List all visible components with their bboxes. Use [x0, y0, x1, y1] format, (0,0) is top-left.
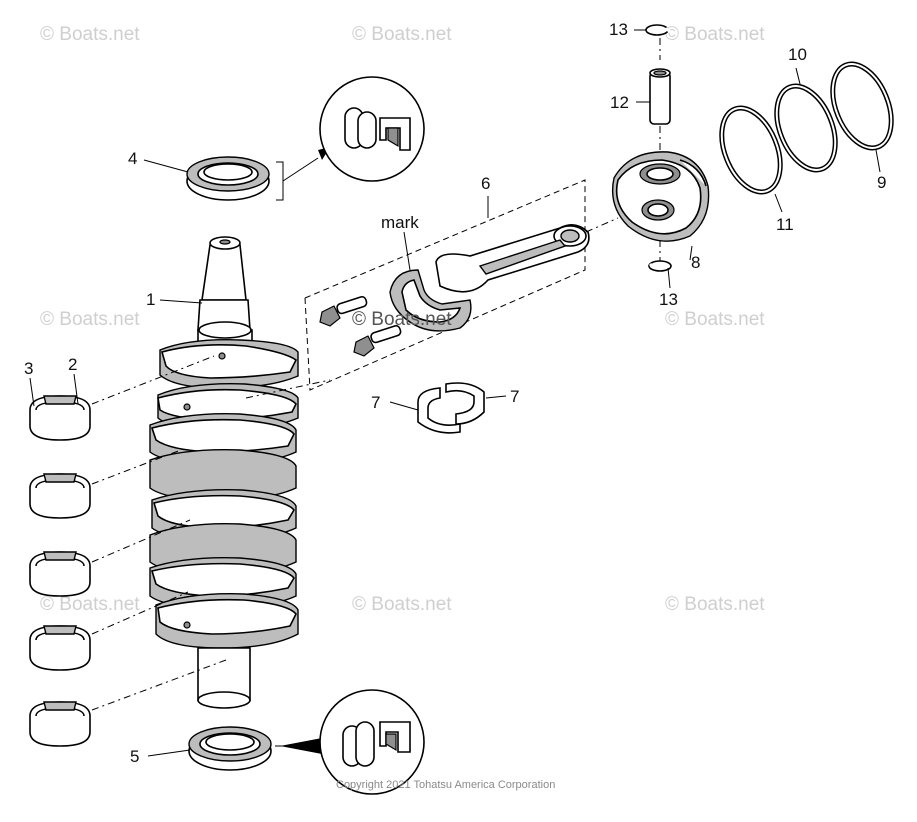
- watermark: © Boats.net: [665, 594, 765, 615]
- piston-ring-11[interactable]: [710, 99, 791, 200]
- alignment-line: [585, 217, 619, 233]
- callout-9: 9: [877, 173, 886, 192]
- callout-13: 13: [659, 290, 678, 309]
- oil-seal-upper[interactable]: [186, 156, 270, 201]
- watermark: © Boats.net: [352, 594, 452, 615]
- snap-ring-lower[interactable]: [648, 260, 672, 272]
- watermark: © Boats.net: [665, 309, 765, 330]
- piston-pin[interactable]: [649, 68, 671, 125]
- copyright-notice: Copyright 2021 Tohatsu America Corporati…: [336, 779, 555, 791]
- callout-13: 13: [609, 20, 628, 39]
- seal-detail-upper: [319, 76, 425, 182]
- snap-ring-upper[interactable]: [645, 24, 672, 36]
- piston-ring-9[interactable]: [821, 55, 902, 156]
- callouts: 1 2 3 4 5 6 7 7 8 9 10 11 12 13 13: [24, 20, 886, 766]
- mark-label: mark: [381, 213, 419, 232]
- conrod-bolt[interactable]: [319, 295, 368, 327]
- watermark: © Boats.net: [40, 24, 140, 45]
- piston-ring-10[interactable]: [765, 77, 846, 178]
- callout-6: 6: [481, 174, 490, 193]
- connecting-rod[interactable]: [435, 224, 590, 293]
- conrod-group-box: [304, 179, 586, 391]
- oil-seal-lower[interactable]: [188, 726, 272, 771]
- callout-7: 7: [510, 387, 519, 406]
- detail-arrow-lower: [280, 738, 322, 754]
- callout-2: 2: [68, 355, 77, 374]
- watermark: © Boats.net: [665, 24, 765, 45]
- alignment-line: [91, 355, 215, 405]
- center-watermark: © Boats.net: [352, 309, 452, 330]
- main-bearing: [29, 473, 91, 519]
- mark-leader: [403, 231, 411, 271]
- alignment-line: [91, 519, 191, 563]
- alignment-line: [91, 591, 189, 635]
- leader-lines: [29, 29, 881, 757]
- watermark: © Boats.net: [352, 24, 452, 45]
- crankshaft[interactable]: [149, 236, 299, 709]
- main-bearing-set[interactable]: [29, 395, 91, 747]
- conrod-bearing-lower[interactable]: [445, 382, 485, 425]
- alignment-line: [91, 659, 227, 711]
- main-bearing: [29, 395, 91, 441]
- callout-4: 4: [128, 149, 137, 168]
- piston[interactable]: [611, 151, 710, 242]
- callout-5: 5: [130, 747, 139, 766]
- main-bearing: [29, 625, 91, 671]
- callout-8: 8: [691, 253, 700, 272]
- alignment-line: [245, 379, 331, 399]
- callout-3: 3: [24, 359, 33, 378]
- watermark-layer: © Boats.net © Boats.net © Boats.net © Bo…: [40, 24, 765, 615]
- watermark: © Boats.net: [40, 309, 140, 330]
- callout-7: 7: [371, 393, 380, 412]
- callout-1: 1: [146, 290, 155, 309]
- conrod-cap[interactable]: [389, 269, 472, 332]
- conrod-bolt[interactable]: [353, 324, 402, 357]
- callout-12: 12: [610, 93, 629, 112]
- seal-detail-lower: [319, 689, 425, 795]
- callout-11: 11: [776, 215, 794, 234]
- watermark: © Boats.net: [40, 594, 140, 615]
- main-bearing: [29, 551, 91, 597]
- callout-10: 10: [788, 45, 807, 64]
- conrod-bearing-upper[interactable]: [417, 387, 461, 434]
- detail-bracket-upper: [276, 157, 319, 201]
- main-bearing: [29, 701, 91, 747]
